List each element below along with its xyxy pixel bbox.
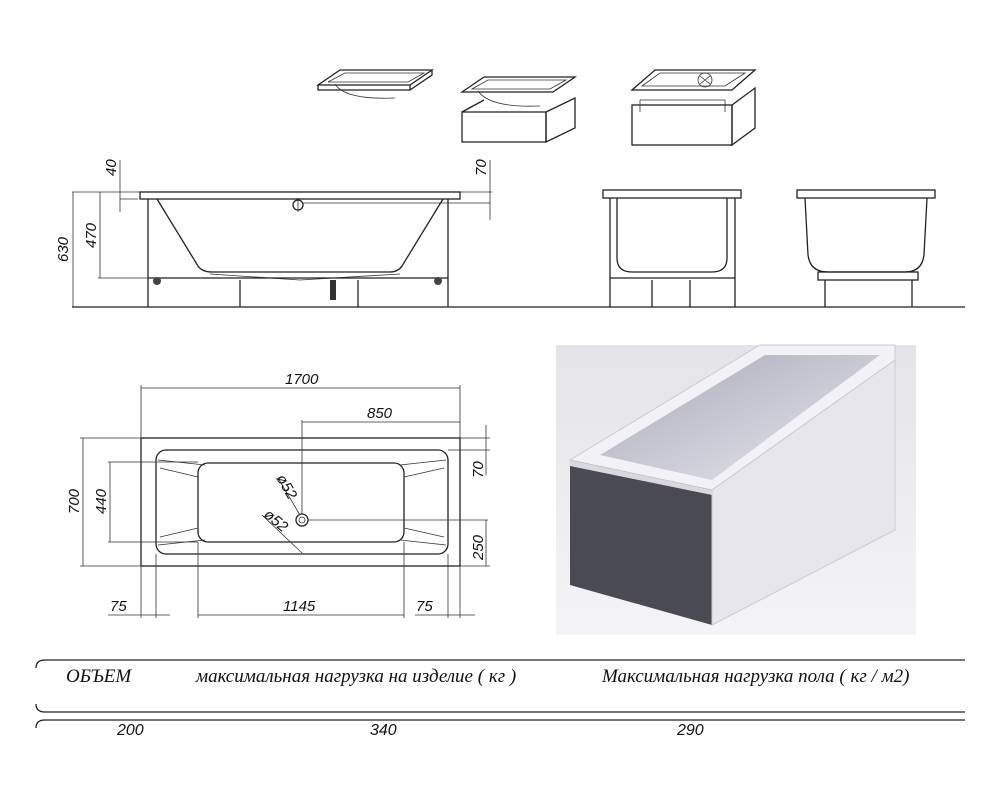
table-value-max-load-product: 340: [370, 722, 397, 739]
side-elevation: 630 470 40 70: [55, 159, 965, 308]
dim-drain-offset: 850: [367, 405, 393, 422]
dim-length: 1700: [285, 371, 319, 388]
table-header-max-load-floor: Максимальная нагрузка пола ( кг / м2): [602, 666, 910, 687]
dim-drain-diameter: ø52: [260, 506, 291, 536]
dim-margin-left: 75: [110, 598, 127, 615]
tub-icon-with-panel: [459, 76, 578, 144]
plan-view: 1700 850 700 440 70 250 75 1145 75 ø52 ø…: [66, 371, 490, 618]
table-header-volume: ОБЪЕМ: [66, 666, 132, 687]
dim-drain-side: 250: [470, 534, 487, 561]
table-header-max-load-product: максимальная нагрузка на изделие ( кг ): [196, 666, 517, 687]
table-value-volume: 200: [117, 722, 144, 739]
end-view-panel: [796, 189, 936, 307]
tub-icon-with-frame: [630, 69, 757, 147]
specs-table-lines: [35, 659, 965, 729]
bathtub-3d-render: [556, 344, 916, 635]
end-view-frame: [602, 189, 742, 307]
dim-overflow-diameter: ø52: [273, 472, 301, 503]
dim-width: 700: [66, 488, 83, 514]
dim-inner-width: 440: [93, 488, 110, 514]
dim-margin-right: 75: [416, 598, 433, 615]
dim-rim-thickness: 40: [103, 159, 120, 176]
dim-total-height: 630: [55, 236, 72, 262]
dim-overflow-top: 70: [470, 461, 487, 478]
dim-bowl-depth: 470: [83, 222, 100, 248]
tub-icon-plain: [315, 69, 435, 99]
dim-overflow-offset: 70: [473, 159, 490, 176]
table-value-max-load-floor: 290: [677, 722, 704, 739]
dim-bowl-length: 1145: [283, 598, 316, 615]
